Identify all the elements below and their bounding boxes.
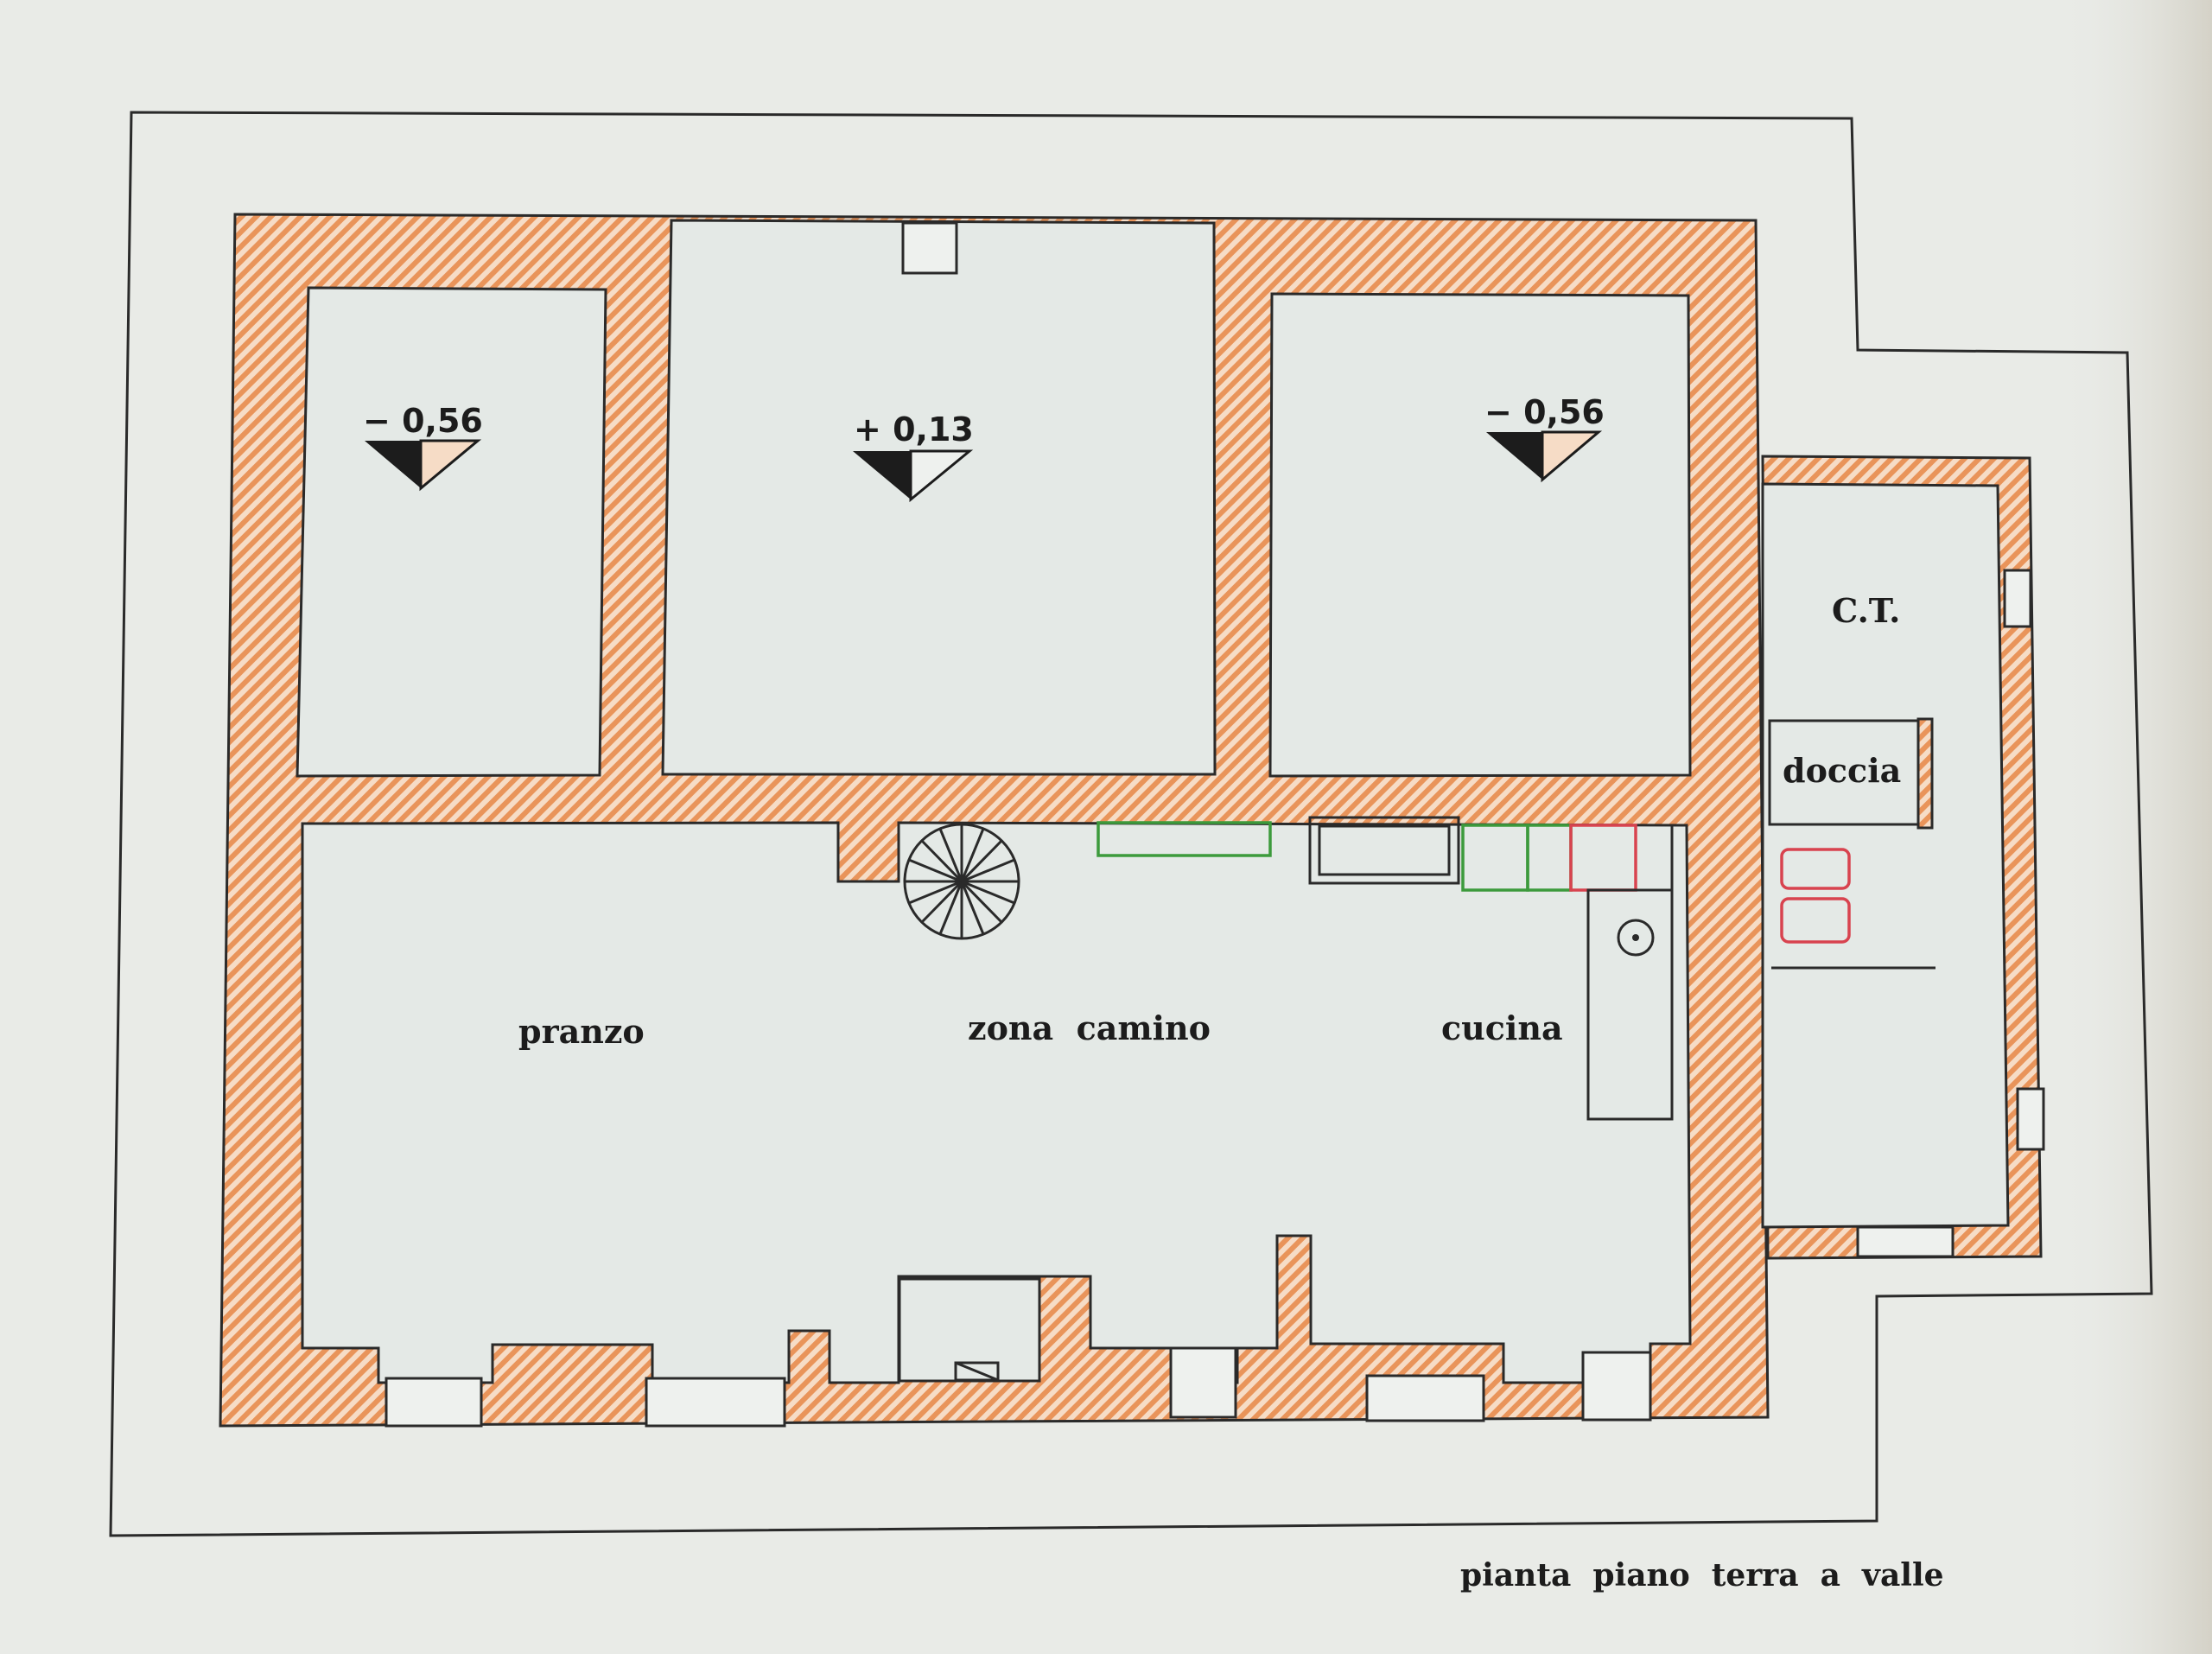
window-3 [1169,1346,1237,1419]
paper-shadow [2056,0,2212,1654]
room-label-cucina: cucina [1441,1008,1563,1047]
room-label-ct: C.T. [1832,591,1900,630]
level-marker-center [853,449,974,503]
level-marker-left [365,439,482,492]
annex-space [1761,482,2010,1229]
annex-window-1 [2003,569,2032,628]
cellar-center [661,219,1217,776]
cooktop-counter [1586,888,1674,1121]
sink [1308,816,1460,885]
window-4 [1365,1374,1485,1422]
window-2 [645,1377,786,1428]
level-label-left: − 0,56 [363,402,483,440]
room-label-pranzo: pranzo [518,1012,645,1051]
fixture-red-1 [1780,848,1851,890]
level-label-right: − 0,56 [1484,393,1605,431]
fireplace-symbol [954,1361,1000,1382]
annex-window-3 [1856,1225,1955,1258]
window-5 [1581,1351,1652,1422]
counter-green [1096,821,1272,857]
cellar-left [296,286,607,778]
hob-burner-center [1632,934,1639,941]
site-boundary [109,111,2153,1537]
annex-window-2 [2016,1087,2045,1151]
room-label-zona-camino: zona camino [968,1008,1211,1047]
vent-opening [901,221,958,275]
plan-caption: pianta piano terra a valle [1460,1557,1944,1594]
cellar-right [1268,292,1692,778]
fireplace-recess [898,1277,1041,1383]
spiral-staircase [903,823,1020,940]
level-label-center: + 0,13 [854,410,974,448]
shower-wall [1916,717,1934,830]
hob-burner [1617,919,1655,957]
window-1 [385,1377,483,1428]
sink-basin [1318,824,1451,876]
fixture-red-2 [1780,897,1851,944]
level-marker-right [1486,430,1603,483]
room-label-doccia: doccia [1783,751,1901,790]
